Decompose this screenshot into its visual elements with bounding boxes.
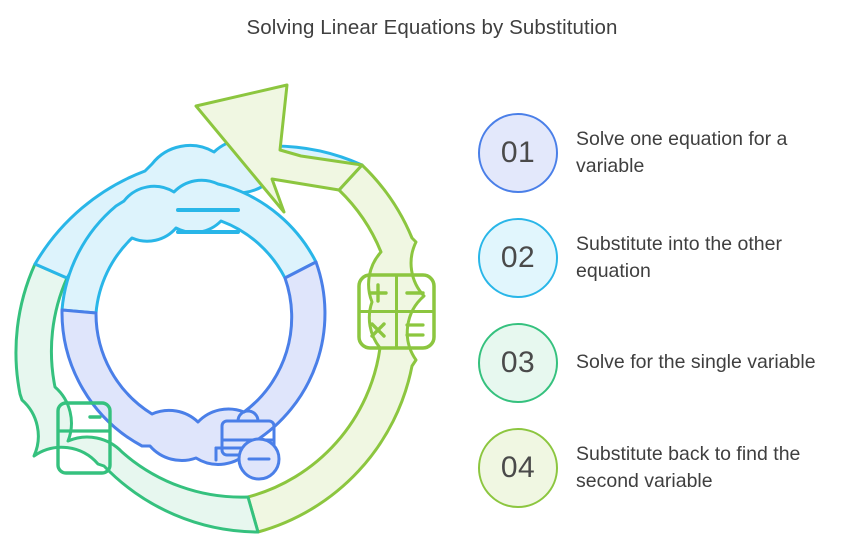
equals-icon [176,208,240,234]
step-label-02: Substitute into the other equation [576,233,782,282]
step-number-03: 03 [500,345,536,379]
step-row-01[interactable]: 01 Solve one equation for a variable [470,100,864,205]
step-number-02: 02 [500,240,536,274]
step-badge-03: 03 [478,322,558,403]
step-row-04[interactable]: 04 Substitute back to find the second va… [470,415,864,520]
briefcase-minus-icon [214,409,281,481]
step-number-01: 01 [500,135,536,169]
outer-ring-olive-segment [246,163,426,534]
diagram-svg [14,83,436,534]
calculator-icon [357,273,436,350]
step-number-04: 04 [500,450,536,484]
inner-ring-blue-segment [60,260,327,466]
inner-ring-cyan-segment [60,178,318,315]
document-icon [56,401,112,475]
step-label-04: Substitute back to find the second varia… [576,443,801,492]
step-row-03[interactable]: 03 Solve for the single variable [470,310,864,415]
step-row-02[interactable]: 02 Substitute into the other equation [470,205,864,310]
steps-list: 01 Solve one equation for a variable 02 … [470,100,864,536]
step-label-03: Solve for the single variable [576,351,816,374]
step-label-01: Solve one equation for a variable [576,128,788,177]
step-badge-02: 02 [478,217,558,298]
step-badge-04: 04 [478,427,558,508]
step-badge-01: 01 [478,112,558,193]
spiral-arrow-diagram [0,60,470,540]
page-title: Solving Linear Equations by Substitution [246,16,618,39]
outer-ring-green-segment [14,262,260,534]
arrow-head [194,83,364,214]
